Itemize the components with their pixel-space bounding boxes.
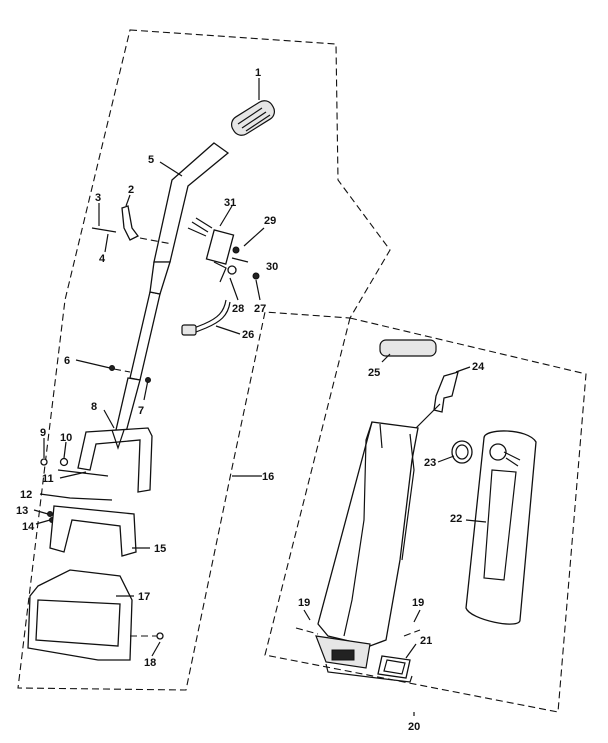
label-part-5: 5 (148, 154, 154, 166)
cord-hook-wire (39, 493, 113, 501)
lower-handle-tube (115, 261, 171, 433)
label-part-28: 28 (232, 303, 244, 315)
label-part-25: 25 (368, 367, 380, 379)
label-part-29: 29 (264, 215, 276, 227)
bag-assembly-boundary (264, 317, 587, 713)
label-part-8: 8 (91, 401, 97, 413)
label-part-4: 4 (99, 253, 106, 265)
bag-gasket (377, 655, 411, 679)
label-part-23: 23 (424, 457, 436, 469)
label-part-24: 24 (472, 361, 485, 373)
label-part-19-right: 19 (412, 597, 424, 609)
handle-grip (230, 100, 276, 136)
label-part-2: 2 (128, 184, 134, 196)
hood (27, 569, 133, 661)
label-part-16: 16 (262, 471, 274, 483)
screw-6 (109, 365, 115, 371)
label-part-14: 14 (22, 521, 35, 533)
label-part-27: 27 (254, 303, 266, 315)
lower-bracket (49, 505, 137, 557)
washer-9 (40, 458, 48, 466)
label-part-3: 3 (95, 192, 101, 204)
label-part-12: 12 (20, 489, 32, 501)
label-part-1: 1 (255, 67, 261, 79)
label-part-26: 26 (242, 329, 254, 341)
label-part-6: 6 (64, 355, 70, 367)
bag-ring (451, 440, 473, 464)
handle-bail-bracket (77, 427, 153, 493)
screw-3 (91, 227, 117, 233)
label-part-22: 22 (450, 513, 462, 525)
handle-assembly-boundary (17, 29, 391, 691)
label-part-21: 21 (420, 635, 432, 647)
switch-assembly (187, 217, 260, 283)
label-part-15: 15 (154, 543, 166, 555)
inner-bag (465, 430, 537, 625)
cord-clip (121, 205, 139, 241)
label-part-30: 30 (266, 261, 278, 273)
label-part-11: 11 (42, 473, 54, 485)
outer-bag (317, 403, 441, 647)
screw-13 (47, 511, 53, 517)
label-part-13: 13 (16, 505, 28, 517)
label-part-9: 9 (40, 427, 46, 439)
label-part-18: 18 (144, 657, 156, 669)
label-part-7: 7 (138, 405, 144, 417)
bag-assembly-bracket (325, 663, 413, 683)
label-part-19-left: 19 (298, 597, 310, 609)
screw-18 (156, 632, 164, 640)
label-part-31: 31 (224, 197, 236, 209)
bag-hook (433, 371, 459, 413)
label-part-10: 10 (60, 432, 72, 444)
label-part-20: 20 (408, 721, 420, 733)
bag-bottom-collar (315, 635, 371, 669)
washer-10 (59, 457, 69, 467)
bag-top-cap (379, 339, 437, 357)
label-part-17: 17 (138, 591, 150, 603)
power-cord (181, 299, 231, 336)
